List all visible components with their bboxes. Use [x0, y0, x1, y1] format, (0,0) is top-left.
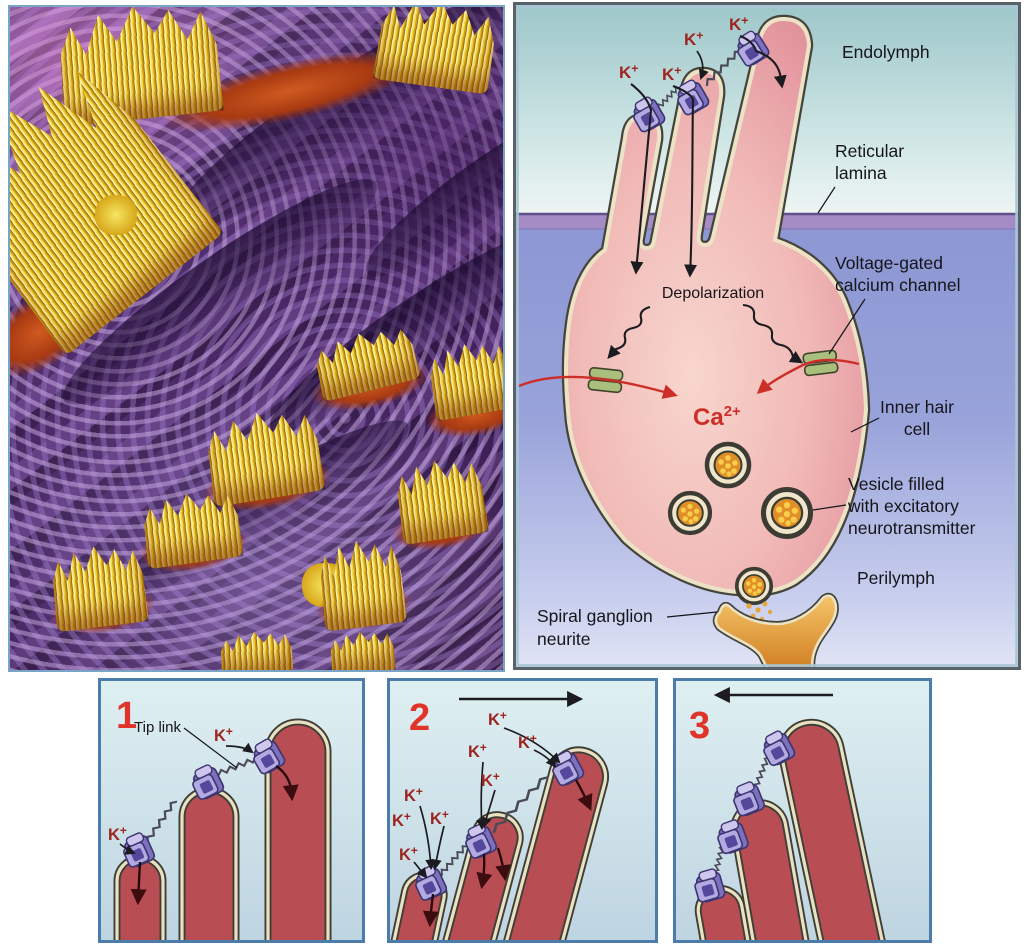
- vesicle: [707, 444, 749, 486]
- stereocilia-bundle: [315, 530, 408, 631]
- k-feed-arrow: [431, 825, 445, 871]
- panel-number: 3: [689, 705, 710, 747]
- svg-text:K+: K+: [662, 64, 681, 84]
- leader-line: [812, 504, 847, 511]
- k-feed-arrow: [481, 789, 496, 829]
- panel-number: 1: [116, 695, 137, 737]
- k-flow-arrow: [495, 847, 512, 882]
- stereocilium: [777, 718, 891, 943]
- k-feed-arrow: [696, 50, 709, 80]
- panel-number: 2: [409, 697, 430, 739]
- k-flow-arrow: [672, 85, 698, 278]
- stereocilium: [264, 718, 332, 943]
- vesicle: [763, 489, 810, 536]
- stereocilium: [494, 746, 610, 943]
- stereocilium: [430, 811, 524, 943]
- k-ion-labels: K+K+K+K+K+K+K+K+: [392, 709, 537, 864]
- panel-border: [98, 678, 365, 943]
- svg-text:K+: K+: [468, 741, 487, 761]
- stereocilium: [178, 786, 240, 943]
- stereocilia-bundle: [52, 5, 224, 127]
- k-flow-arrow: [630, 83, 653, 275]
- vesicle: [670, 493, 710, 533]
- label-calcium-ion: Ca2+: [693, 403, 741, 431]
- k-flow-arrow: [275, 765, 299, 802]
- calcium-entry-arrow: [518, 375, 678, 399]
- panel-3-inhibition: 3: [673, 678, 932, 943]
- leader-line: [666, 611, 718, 618]
- spiral-ganglion-neurite-shape: [716, 596, 836, 670]
- neurotransmitter-release-dots: [746, 601, 773, 622]
- k-flow-arrow: [422, 893, 439, 928]
- svg-text:K+: K+: [404, 785, 423, 805]
- label-endolymph: Endolymph: [842, 42, 930, 62]
- k-feed-arrow: [419, 805, 436, 871]
- k-flow-arrow: [476, 853, 493, 890]
- leader-line: [183, 727, 238, 769]
- depolarization-wave: [742, 303, 804, 364]
- svg-text:K+: K+: [481, 770, 500, 790]
- k-feed-arrow: [533, 749, 557, 768]
- leader-line: [817, 186, 836, 214]
- inner-hair-cell-body: [566, 19, 866, 593]
- fusing-vesicle: [734, 566, 774, 606]
- panel-border: [673, 678, 932, 943]
- k-flow-arrow: [130, 861, 147, 906]
- svg-text:K+: K+: [399, 844, 418, 864]
- leader-line: [828, 298, 866, 355]
- svg-text:K+: K+: [108, 824, 127, 844]
- stereocilia-bundle: [47, 536, 149, 633]
- svg-text:K+: K+: [684, 29, 703, 49]
- calcium-entry-arrow: [756, 358, 860, 394]
- stereocilia-bundle: [218, 626, 294, 672]
- svg-text:K+: K+: [214, 725, 233, 745]
- svg-text:K+: K+: [488, 709, 507, 729]
- k-feed-arrow: [413, 861, 428, 879]
- label-depolarization: Depolarization: [662, 285, 764, 302]
- svg-text:K+: K+: [729, 14, 748, 34]
- stereocilia-fragment: [95, 195, 137, 235]
- inner-frame: [516, 5, 1018, 667]
- depolarization-wave: [607, 305, 651, 359]
- svg-text:K+: K+: [430, 808, 449, 828]
- svg-text:K+: K+: [619, 62, 638, 82]
- svg-text:K+: K+: [518, 732, 537, 752]
- k-feed-arrow: [225, 742, 254, 754]
- k-flow-arrow: [739, 35, 787, 89]
- panel-border: [387, 678, 658, 943]
- k-flow-arrow: [575, 779, 593, 811]
- sem-micrograph: [8, 5, 505, 672]
- k-ion-labels: K+ K+: [108, 725, 233, 844]
- stereocilia-bundle: [391, 449, 489, 545]
- leader-line: [850, 417, 880, 433]
- label-tip-link: Tip link: [134, 719, 181, 736]
- panel-border: [513, 2, 1021, 670]
- k-ion-labels: K+K+K+K+: [619, 14, 748, 84]
- panel-2-excitation: 2 K+K+K+K+K+K+K+K+: [387, 678, 658, 943]
- svg-text:K+: K+: [392, 810, 411, 830]
- panel-1-resting: 1 Tip link K+ K+: [98, 678, 365, 943]
- stereocilia-bundle: [328, 626, 396, 672]
- k-feed-arrow: [119, 843, 136, 855]
- label-perilymph: Perilymph: [857, 568, 935, 588]
